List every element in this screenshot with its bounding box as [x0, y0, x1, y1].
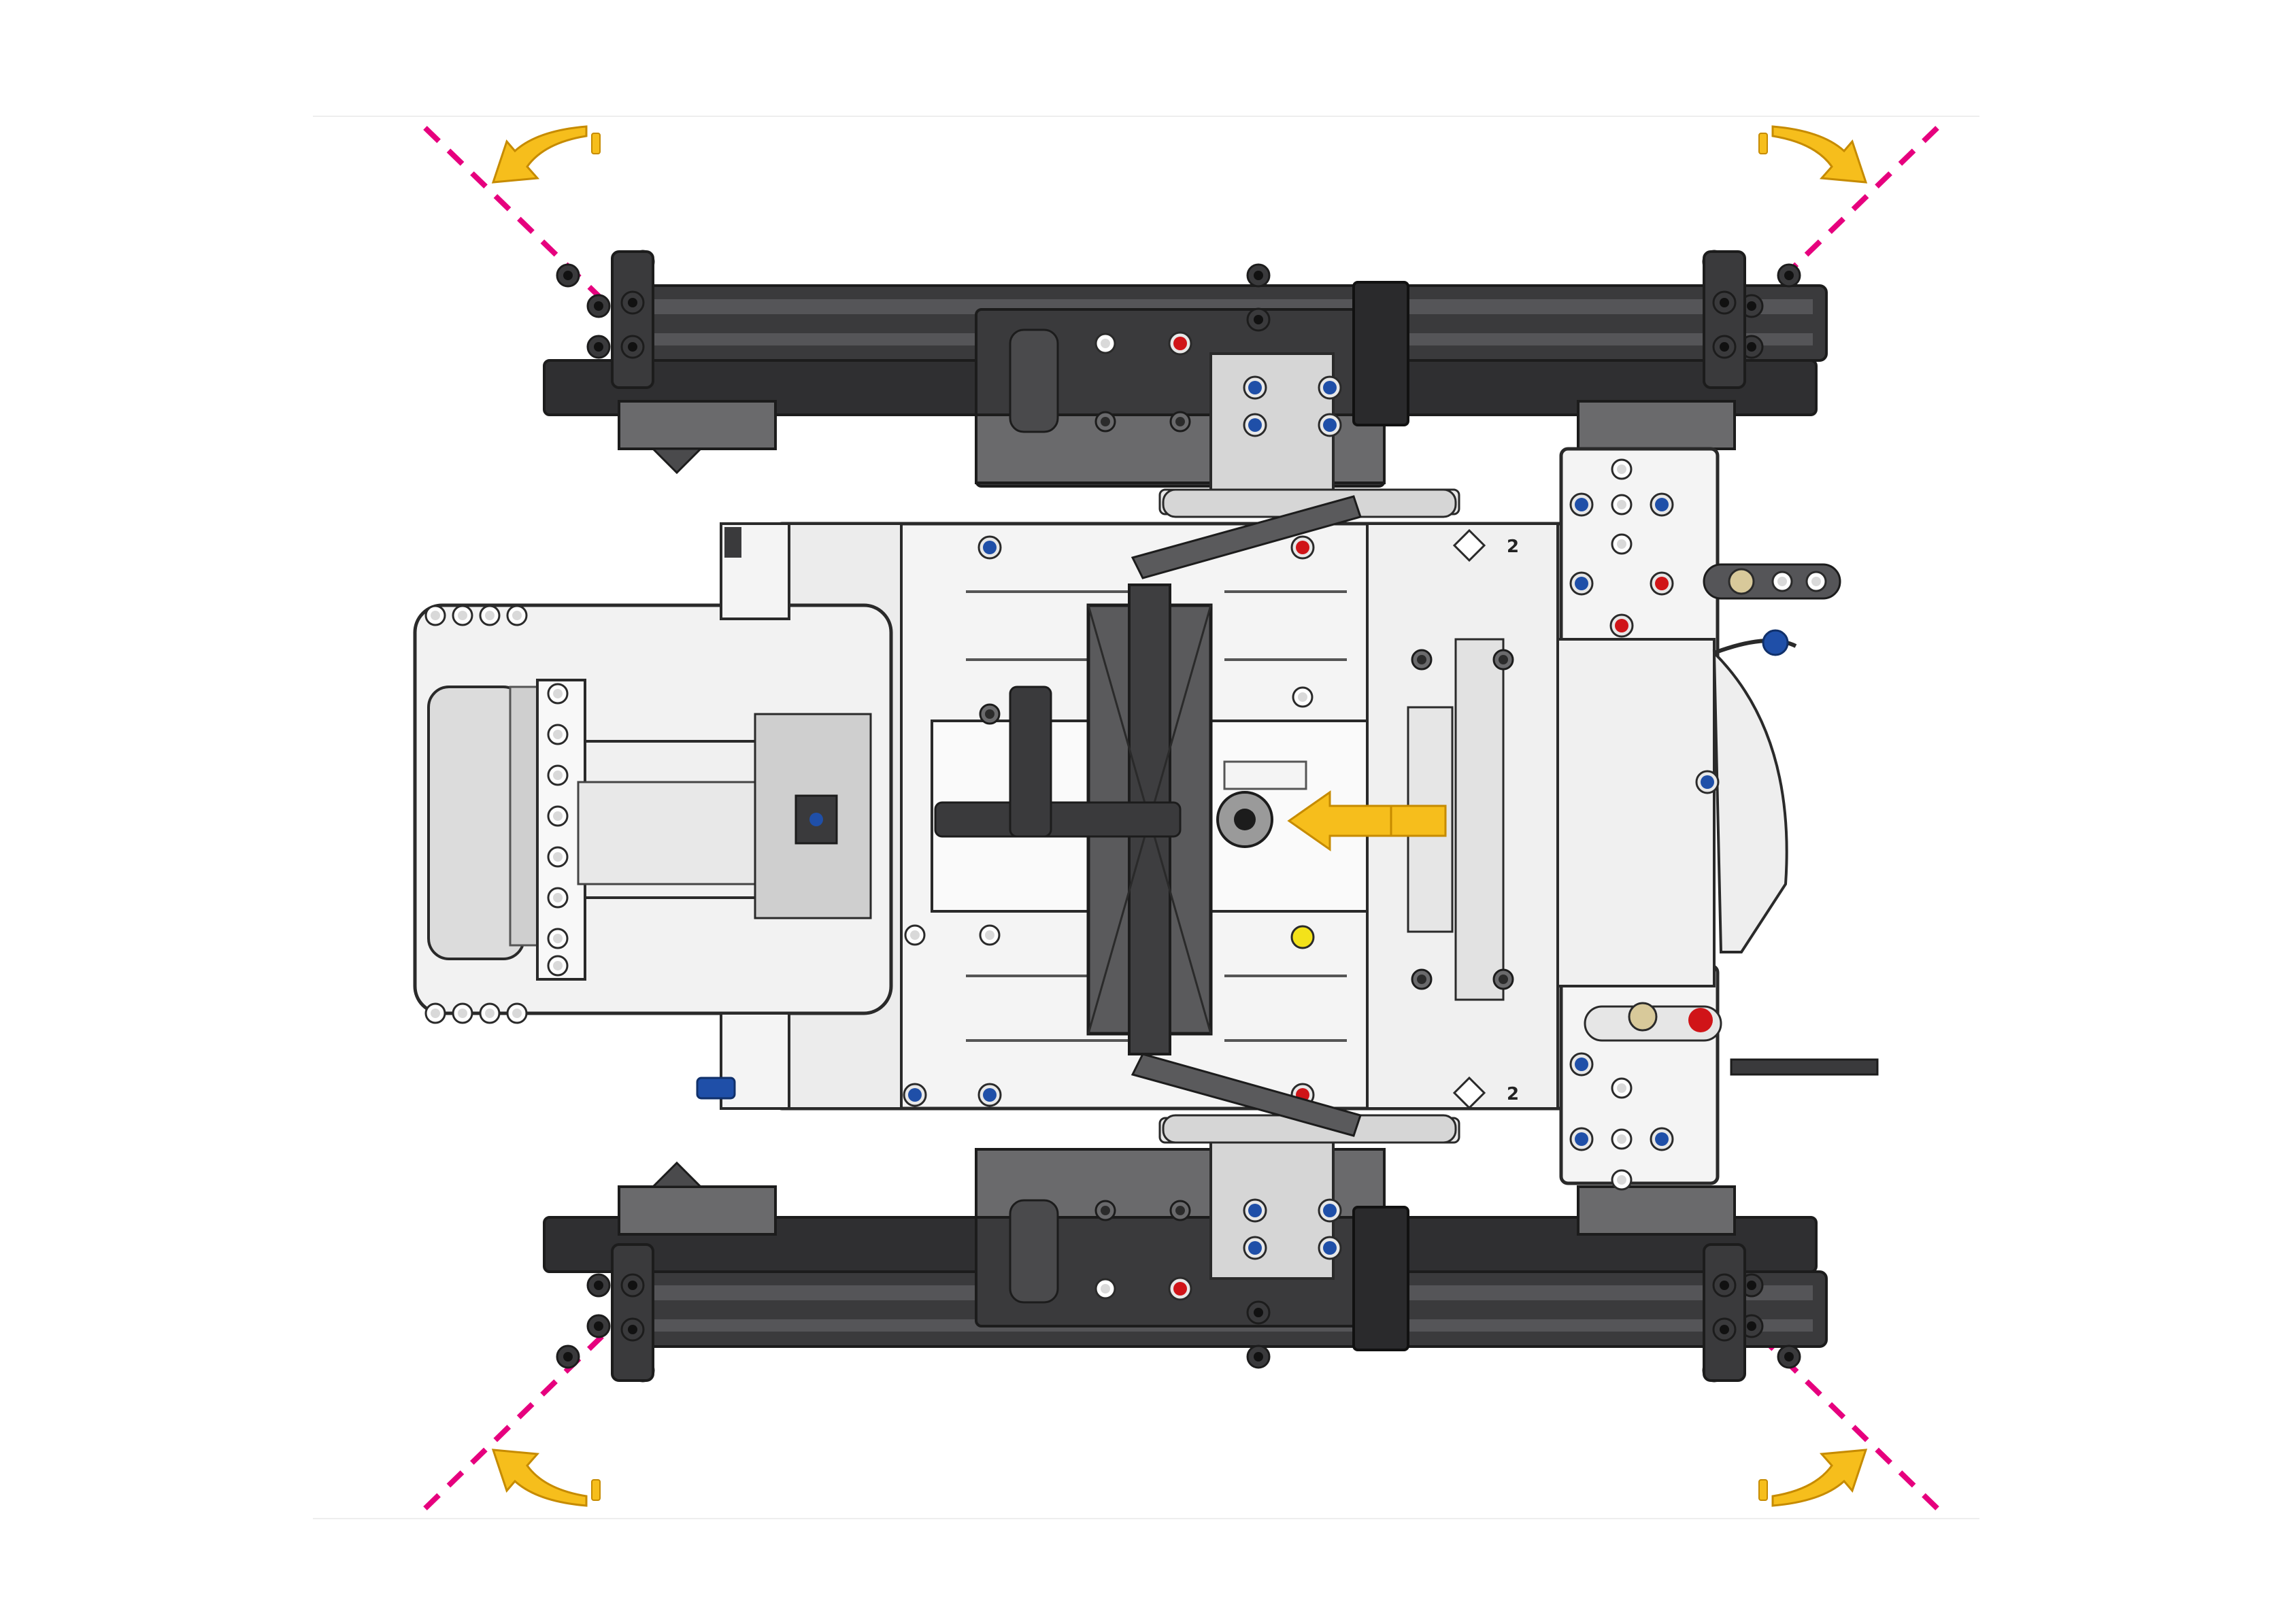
front-white-frame	[413, 522, 893, 1110]
gear-linkages	[1131, 488, 1457, 1144]
straight-push-arrow-icon	[1287, 790, 1447, 851]
curved-rotation-arrow-icon	[491, 125, 1868, 1507]
rear-white-structure	[1556, 447, 1879, 1191]
bottom-suspension-arm-assembly	[543, 1117, 1828, 1383]
corner-hub-bottom-right	[1703, 1243, 1746, 1382]
central-white-chassis: 2 2	[723, 522, 1573, 1111]
corner-hub-bottom-left	[611, 1243, 654, 1382]
corner-hub-top-left	[611, 250, 654, 389]
instruction-panel-frame	[313, 116, 1979, 1519]
step-number-top: 2	[1507, 537, 1519, 557]
step-number-bottom: 2	[1507, 1084, 1519, 1104]
corner-hub-top-right	[1703, 250, 1746, 389]
